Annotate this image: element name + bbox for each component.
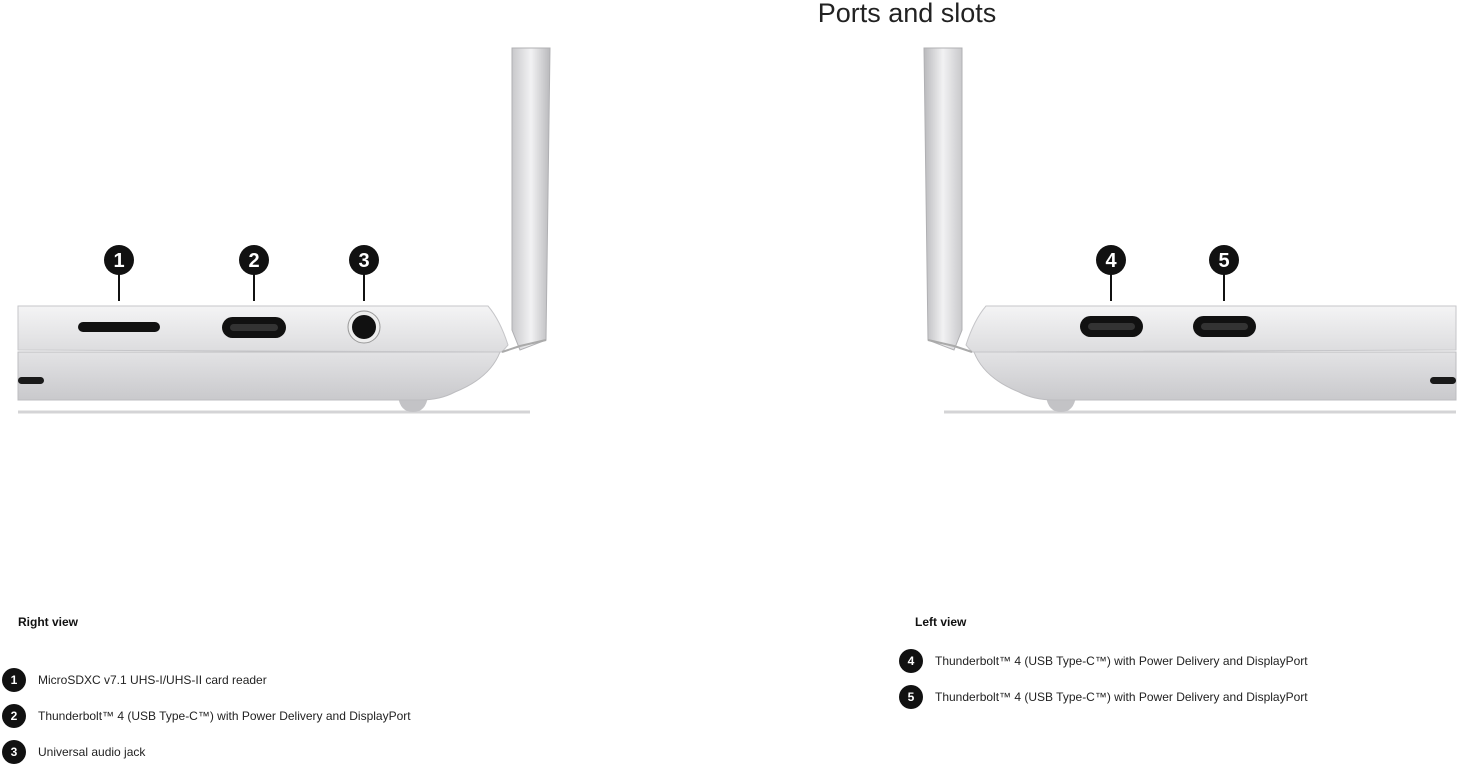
number-badge: 5	[899, 685, 923, 709]
item-label: Thunderbolt™ 4 (USB Type-C™) with Power …	[935, 654, 1308, 668]
svg-text:4: 4	[1105, 250, 1117, 272]
left-side-laptop-image	[922, 46, 1458, 414]
svg-text:1: 1	[113, 250, 124, 272]
callout-3: 3	[349, 245, 379, 301]
svg-text:3: 3	[358, 250, 369, 272]
number-badge: 1	[2, 668, 26, 692]
number-badge: 2	[2, 704, 26, 728]
right-view-heading: Right view	[18, 615, 79, 629]
item-label: Thunderbolt™ 4 (USB Type-C™) with Power …	[38, 709, 411, 723]
svg-text:5: 5	[1218, 250, 1229, 272]
usb-c-port-icon	[222, 317, 286, 338]
callout-4: 4	[1096, 245, 1126, 301]
microsd-slot-icon	[78, 322, 160, 332]
callout-2: 2	[239, 245, 269, 301]
item-label: Universal audio jack	[38, 745, 146, 759]
item-label: Thunderbolt™ 4 (USB Type-C™) with Power …	[935, 690, 1308, 704]
list-item: 2 Thunderbolt™ 4 (USB Type-C™) with Power…	[2, 704, 411, 728]
svg-text:2: 2	[248, 250, 259, 272]
list-item: 1 MicroSDXC v7.1 UHS-I/UHS-II card reader	[2, 668, 267, 692]
item-label: MicroSDXC v7.1 UHS-I/UHS-II card reader	[38, 673, 267, 687]
number-badge: 4	[899, 649, 923, 673]
usb-c-port-icon	[1080, 316, 1143, 337]
page-title: Ports and slots	[817, 0, 997, 28]
left-view-heading: Left view	[915, 615, 967, 629]
right-side-laptop-image	[16, 46, 552, 414]
list-item: 4 Thunderbolt™ 4 (USB Type-C™) with Power…	[899, 649, 1308, 673]
callout-5: 5	[1209, 245, 1239, 301]
number-badge: 3	[2, 740, 26, 764]
audio-jack-icon	[347, 310, 381, 344]
callout-1: 1	[104, 245, 134, 301]
list-item: 5 Thunderbolt™ 4 (USB Type-C™) with Power…	[899, 685, 1308, 709]
usb-c-port-icon	[1193, 316, 1256, 337]
list-item: 3 Universal audio jack	[2, 740, 145, 764]
